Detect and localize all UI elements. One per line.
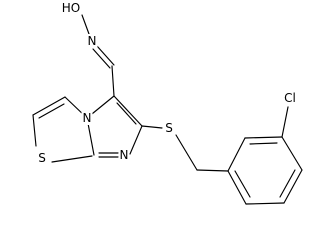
atom-label-backdrop [37,151,47,165]
bond-c6-n7 [129,125,143,155]
atom-label-oxime-nitrogen: N [88,34,97,48]
bond-s-ch2 [175,134,198,171]
bond-o-n [81,14,90,35]
atom-label-backdrop [118,148,130,162]
atom-label-backdrop [86,34,98,48]
atom-label-backdrop [81,111,93,125]
bond-c3-c2-inner [38,103,65,119]
bond-ar3-ar4 [281,136,303,171]
bond-c3-c2 [32,96,66,116]
bond-n-ch-double-a [92,48,111,69]
bond-c5-c6 [113,95,143,127]
bond-c2-s1 [32,114,37,147]
atom-labels: HO N N N S S Cl [37,1,297,165]
bond-c6-s [141,125,163,129]
bond-n-ch-double-b [96,45,115,66]
bond-ar2-ar3 [244,136,283,139]
atom-label-ring-sulfur: S [38,151,46,165]
bond-ch2-aryl [196,169,229,172]
atom-label-bridgehead-nitrogen: N [83,111,92,125]
atom-label-backdrop [283,91,297,105]
bond-lines [32,14,303,205]
bond-ar6-ar1 [227,170,247,205]
atom-label-ring-nitrogen: N [120,148,129,162]
chemical-structure-diagram: HO N N N S S Cl [32,1,303,205]
bond-ar4-ar5 [283,169,303,204]
bond-ar3-cl [281,106,289,138]
atom-label-backdrop [60,1,82,15]
atom-label-thioether-sulfur: S [165,121,173,135]
atom-label-hydroxyl: HO [62,1,80,15]
bond-ar2-ar3-inner [249,142,278,145]
bond-ar4-ar5-inner [279,169,296,198]
bond-ar1-ar2 [227,137,246,172]
bond-ar5-ar6 [245,202,285,205]
atom-label-backdrop [164,121,174,135]
bond-c5-c6-inner [116,102,137,125]
bond-ar6-ar1-inner [234,170,251,198]
atom-label-chlorine: Cl [284,91,296,105]
bond-ch-c5 [111,65,115,97]
bond-s1-c7a [51,155,93,163]
